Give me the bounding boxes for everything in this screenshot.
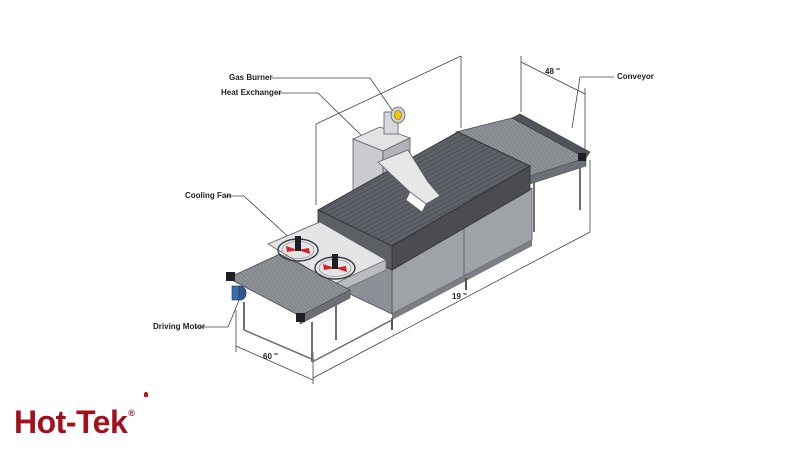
label-cooling-fan: Cooling Fan [185, 191, 231, 200]
dimension-width-label: 48 '' [545, 67, 560, 76]
cooling-fan-1 [277, 236, 319, 262]
oven-housing [316, 131, 533, 330]
label-gas-burner: Gas Burner [229, 73, 273, 82]
label-conveyor: Conveyor [617, 72, 654, 81]
entry-conveyor [454, 113, 591, 232]
brand-dot [144, 392, 148, 397]
gas-burner [383, 106, 406, 135]
driving-motor [231, 285, 247, 301]
cooling-fan-2 [314, 254, 356, 280]
label-driving-motor: Driving Motor [153, 322, 205, 331]
dimension-lines [235, 55, 591, 384]
brand-logo: Hot-Tek® [14, 404, 135, 441]
dimension-length-label: 19 '' [452, 292, 467, 301]
brand-name: Hot-Tek [14, 404, 128, 440]
leader-lines [196, 76, 614, 328]
registered-mark: ® [128, 408, 135, 418]
dimension-exit-label: 60 '' [263, 352, 278, 361]
exit-conveyor [226, 253, 393, 363]
exchanger-duct [377, 149, 441, 213]
label-heat-exchanger: Heat Exchanger [221, 88, 281, 97]
